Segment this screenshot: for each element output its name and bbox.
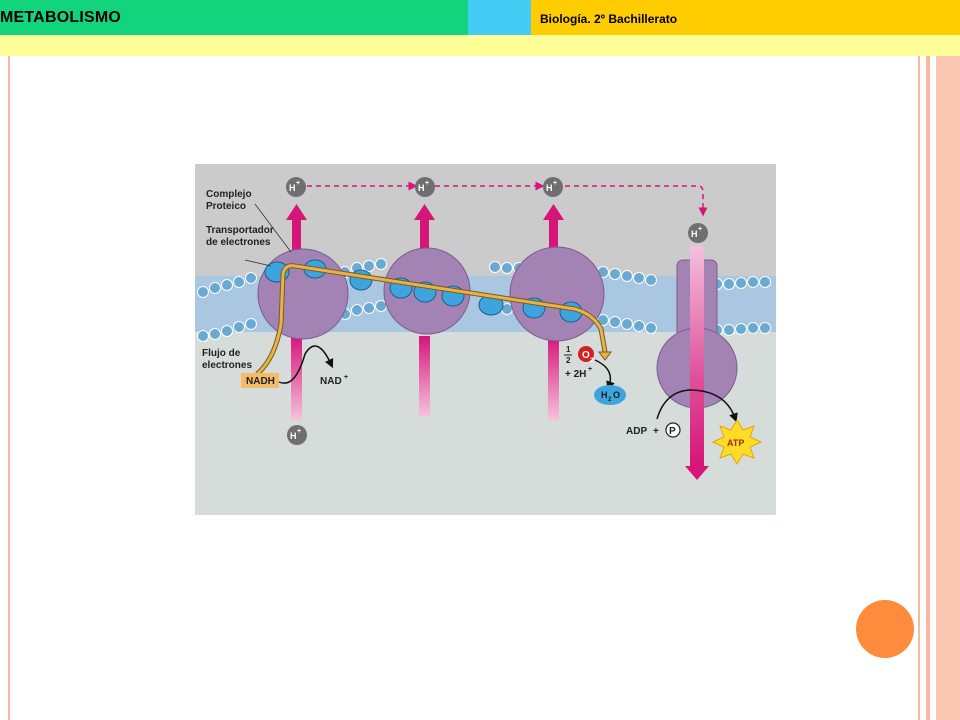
header-bar-yellow [531,0,960,35]
atp-synthase [656,246,738,480]
slide-title: METABOLISMO [0,9,122,26]
nad-label: NAD [320,376,342,387]
oxygen-circle [578,346,594,362]
water-label-h: H [601,390,608,400]
proton-sup-2: + [425,180,429,187]
nadh-box [241,373,279,388]
adp-label: ADP [626,426,647,437]
svg-text:1: 1 [566,345,571,354]
proton-stem-3 [548,336,559,420]
left-border-line [8,56,10,720]
proton-pump-arrows [286,204,564,268]
slide-subtitle: Biología. 2º Bachillerato [540,12,678,26]
proton-label-4: H [691,229,698,239]
label-transportador-1: Transportador [206,225,274,236]
plus-label: + [653,426,659,437]
nadh-to-nad-arrow [278,345,334,384]
nad-sup: + [344,374,348,381]
right-border-line-2 [926,56,930,720]
header-bar-green [0,0,468,35]
proton-sup-5: + [297,428,301,435]
proton-sup-3: + [553,180,557,187]
pointer-line-complejo [254,203,292,253]
proton-label-3: H [546,183,553,193]
proton-circles [286,177,708,445]
oxygen-subscript: 2 [590,358,594,364]
two-h-sup: + [588,366,592,373]
proton-stem-2 [419,336,430,416]
oxygen-to-water-arrow [594,359,615,391]
label-transportador-2: de electrones [206,237,271,248]
label-flujo-1: Flujo de [202,348,241,359]
proton-stem-1 [291,336,302,420]
proton-label-1: H [289,183,296,193]
svg-text:2: 2 [566,356,571,365]
label-complejo-2: Proteico [206,201,246,212]
electron-transport-diagram: H + H + H + H + H + Complejo Proteico Tr… [195,164,776,515]
right-border-band [936,56,960,720]
pointer-line-transportador [244,259,272,267]
two-h-label: + 2H [565,369,586,380]
label-flujo-2: electrones [202,360,252,371]
nadh-label: NADH [246,376,275,387]
atp-star [711,419,763,465]
atp-label: ATP [727,438,744,448]
header-bar-blue [468,0,531,35]
water-bubble [594,385,626,405]
orange-circle-decoration [856,600,914,658]
lipid-heads-top [197,258,771,298]
phosphate-circle [665,422,681,438]
phosphate-label: P [669,426,676,437]
proton-sup-1: + [296,180,300,187]
water-label-o: O [613,390,620,400]
oxygen-half-fraction: 1 2 [564,345,572,365]
header-strip [0,35,960,56]
right-border-line-1 [918,56,920,720]
water-subscript: 2 [608,397,612,403]
label-complejo-1: Complejo [206,189,252,200]
proton-label-5: H [290,431,297,441]
oxygen-label: O [582,350,590,361]
adp-to-atp-arrow [656,389,738,423]
proton-dashed-path [307,181,708,217]
proton-sup-4: + [698,226,702,233]
proton-label-2: H [418,183,425,193]
